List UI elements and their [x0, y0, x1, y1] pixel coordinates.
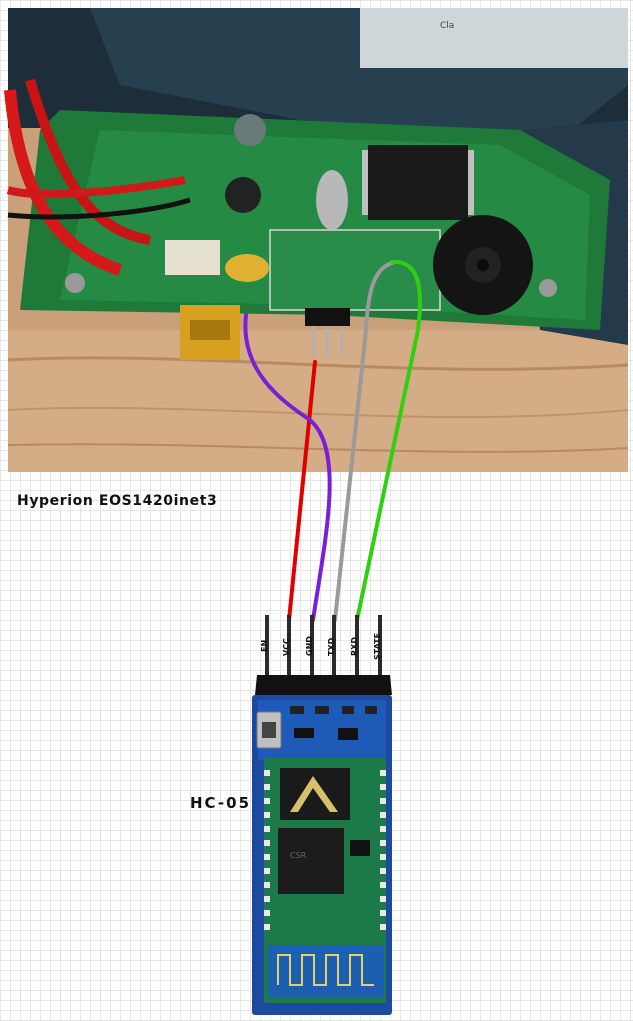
- pin-label-gnd: GND: [305, 636, 314, 656]
- pin-label-state: STATE: [373, 633, 382, 660]
- csr-chip: [278, 828, 344, 894]
- pin-header-housing: [255, 675, 392, 695]
- pin-label-vcc: VCC: [282, 638, 291, 656]
- flash-chip: [280, 768, 350, 820]
- pin-label-rxd: RXD: [350, 637, 359, 656]
- svg-text:CSR: CSR: [290, 851, 307, 860]
- module-label: HC-05: [190, 794, 251, 812]
- pin-label-txd: TXD: [327, 638, 336, 656]
- pin-label-en: EN: [260, 640, 269, 652]
- controller-label: Hyperion EOS1420inet3: [17, 493, 217, 509]
